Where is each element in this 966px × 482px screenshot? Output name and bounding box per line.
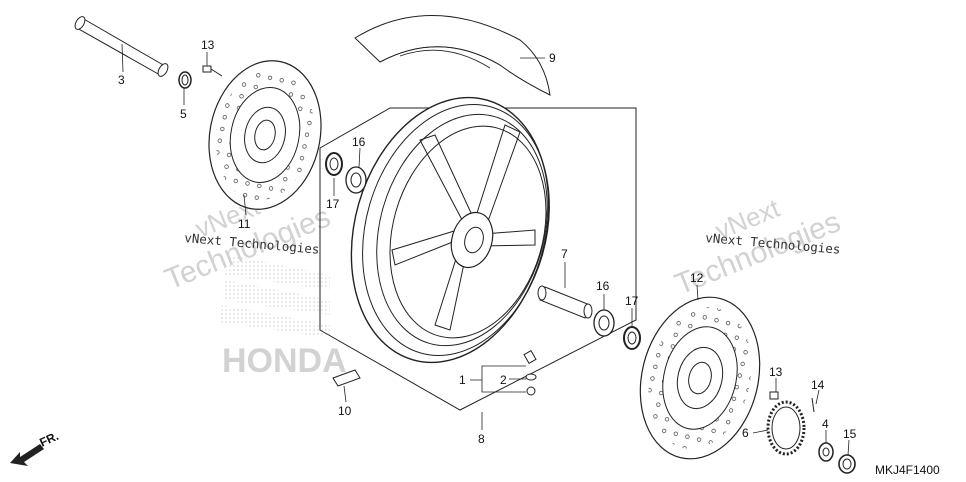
pulser-ring xyxy=(766,400,806,456)
callout-7: 7 xyxy=(561,247,568,261)
callout-12: 12 xyxy=(690,271,704,285)
left-brake-disc xyxy=(208,60,322,210)
callout-13: 13 xyxy=(201,38,215,52)
pulser-screw xyxy=(811,397,815,413)
callout-17: 17 xyxy=(326,197,340,211)
callout-labels: 3 5 13 11 9 16 17 7 16 17 1 2 10 8 12 13… xyxy=(118,38,857,446)
bearing-left xyxy=(345,166,367,194)
bearing-right xyxy=(593,309,615,337)
callout-15: 15 xyxy=(843,427,857,441)
callout-6: 6 xyxy=(742,426,749,440)
leader-lines xyxy=(121,43,850,456)
callout-4: 4 xyxy=(822,417,829,431)
balance-weight xyxy=(332,369,361,387)
callout-16: 16 xyxy=(352,135,366,149)
callout-13: 13 xyxy=(769,365,783,379)
dust-seal-right xyxy=(623,326,641,350)
callout-10: 10 xyxy=(338,404,352,418)
front-direction-arrow: FR. xyxy=(10,429,61,466)
dust-seal-left xyxy=(325,152,343,176)
callout-9: 9 xyxy=(549,51,556,65)
callout-17: 17 xyxy=(625,294,639,308)
callout-14: 14 xyxy=(811,378,825,392)
diagram-code: MKJ4F1400 xyxy=(875,463,940,477)
valve-parts xyxy=(523,349,537,396)
honda-brand-watermark: HONDA xyxy=(222,342,347,380)
callout-3: 3 xyxy=(118,73,125,87)
tire xyxy=(354,15,551,96)
callout-11: 11 xyxy=(238,217,251,231)
wheel-rim xyxy=(350,96,550,364)
axle-bolt xyxy=(838,454,856,474)
callout-1: 1 xyxy=(459,373,466,387)
assembly-frame xyxy=(319,107,637,411)
front-axle xyxy=(74,16,169,77)
disc-bolt-right xyxy=(769,391,779,400)
callout-2: 2 xyxy=(500,373,507,387)
callout-16: 16 xyxy=(596,279,610,293)
disc-bolt-left xyxy=(202,65,223,77)
callout-8: 8 xyxy=(478,432,485,446)
callout-5: 5 xyxy=(180,107,187,121)
right-brake-disc xyxy=(639,296,761,460)
side-collar xyxy=(178,71,192,89)
direction-label: FR. xyxy=(37,429,60,450)
honda-wing-watermark: HONDA xyxy=(220,255,347,380)
distance-collar xyxy=(537,285,593,319)
right-collar xyxy=(818,442,834,462)
